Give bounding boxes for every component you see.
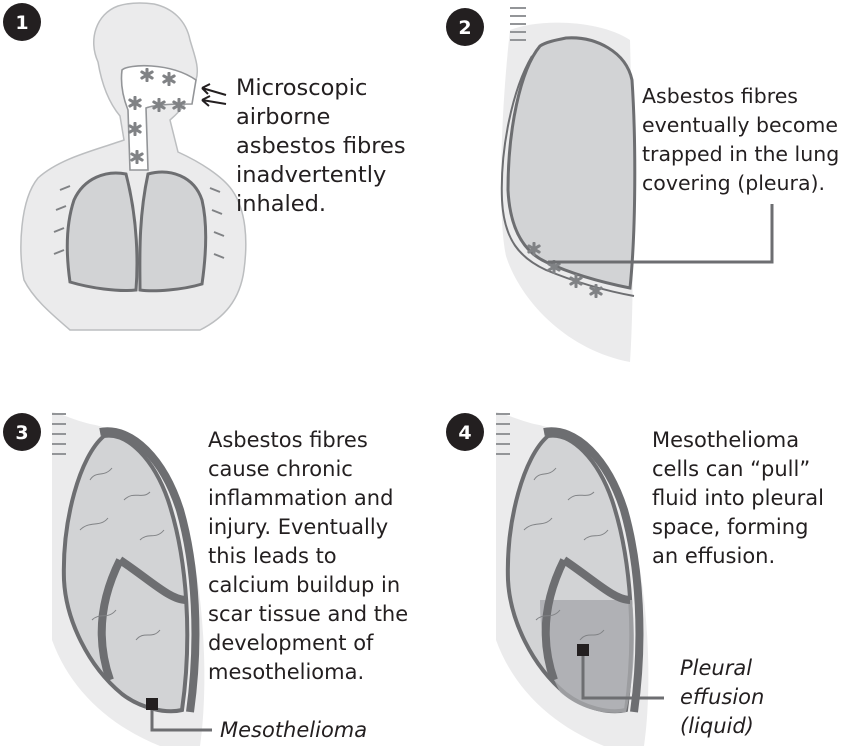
caption-line: development of [208, 629, 408, 658]
step-badge-1: 1 [3, 3, 41, 41]
caption-line: calcium buildup in [208, 571, 408, 600]
mesothelioma-label: Mesothelioma [220, 716, 367, 745]
panel-2-caption: Asbestos fibres eventually become trappe… [642, 82, 839, 198]
svg-text:2: 2 [458, 17, 471, 39]
panel-1-caption: Microscopic airborne asbestos fibres ina… [236, 74, 406, 219]
panel-3-caption: Asbestos fibres cause chronic inflammati… [208, 426, 408, 687]
caption-line: this leads to [208, 542, 408, 571]
caption-line: scar tissue and the [208, 600, 408, 629]
caption-line: Asbestos fibres [642, 82, 839, 111]
svg-text:3: 3 [15, 422, 28, 444]
svg-text:1: 1 [15, 12, 28, 34]
step-badge-3: 3 [3, 413, 41, 451]
step-badge-4: 4 [446, 413, 484, 451]
caption-line: trapped in the lung [642, 140, 839, 169]
pleural-effusion-label: Pleural effusion (liquid) [680, 654, 764, 741]
caption-line: airborne [236, 103, 406, 132]
inhale-arrows [202, 84, 226, 106]
callout-line: Pleural [680, 654, 764, 683]
svg-text:4: 4 [458, 422, 471, 444]
callout-line: (liquid) [680, 712, 764, 741]
right-lung [140, 172, 206, 291]
step-badge-2: 2 [446, 8, 484, 46]
caption-line: eventually become [642, 111, 839, 140]
caption-line: Microscopic [236, 74, 406, 103]
panel-3-illustration [52, 412, 212, 746]
callout-line: effusion [680, 683, 764, 712]
left-lung [67, 173, 137, 291]
panel-4-illustration [496, 412, 664, 746]
caption-line: inflammation and [208, 484, 408, 513]
caption-line: cause chronic [208, 455, 408, 484]
caption-line: fluid into pleural [652, 484, 824, 513]
caption-line: mesothelioma. [208, 658, 408, 687]
caption-line: Asbestos fibres [208, 426, 408, 455]
panel-1-illustration [21, 3, 246, 330]
caption-line: inadvertently [236, 161, 406, 190]
caption-line: Mesothelioma [652, 426, 824, 455]
mesothelioma-marker [146, 698, 158, 710]
effusion-marker [577, 644, 589, 656]
caption-line: space, forming [652, 513, 824, 542]
caption-line: injury. Eventually [208, 513, 408, 542]
caption-line: inhaled. [236, 190, 406, 219]
panel-4-caption: Mesothelioma cells can “pull” fluid into… [652, 426, 824, 571]
caption-line: cells can “pull” [652, 455, 824, 484]
caption-line: asbestos fibres [236, 132, 406, 161]
caption-line: an effusion. [652, 542, 824, 571]
caption-line: covering (pleura). [642, 169, 839, 198]
